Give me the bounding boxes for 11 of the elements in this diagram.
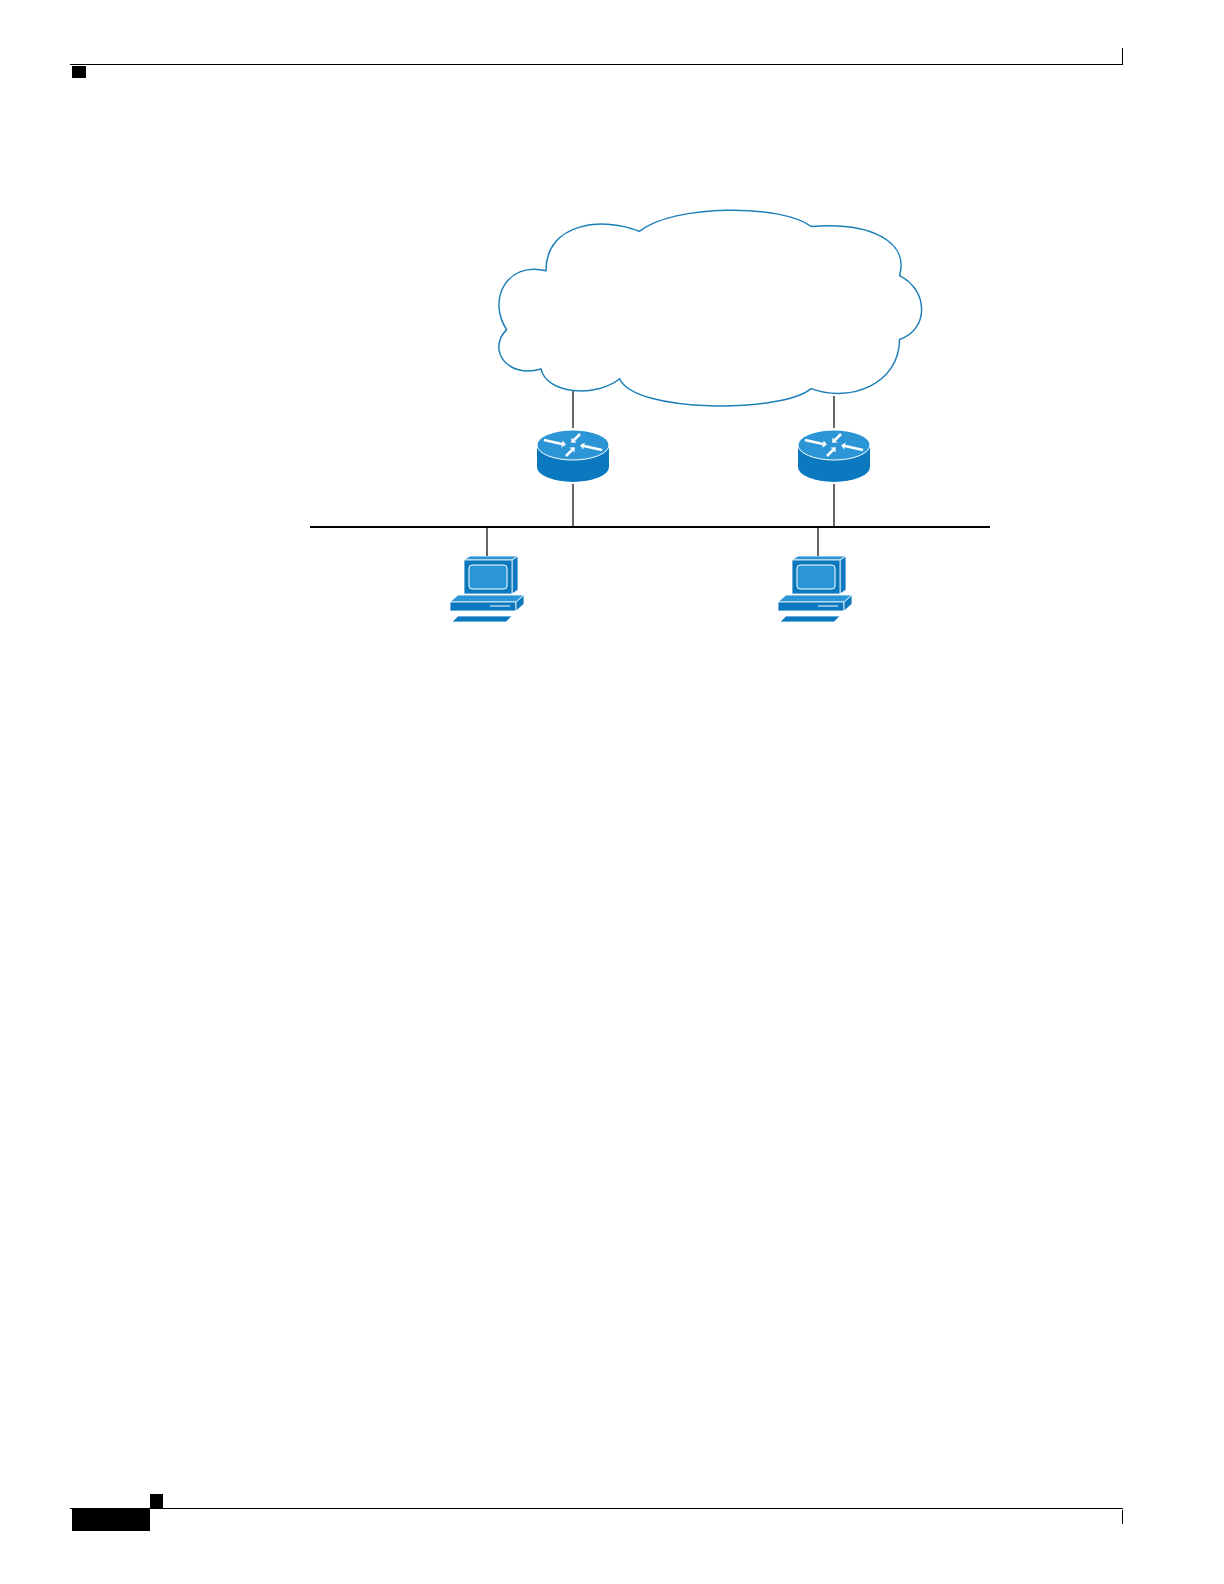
connector-line — [572, 483, 574, 527]
router-icon — [536, 428, 610, 484]
computer-icon — [450, 556, 524, 624]
computer-icon — [778, 556, 852, 624]
bus-line — [310, 526, 990, 528]
router-icon — [797, 428, 871, 484]
connector-line — [486, 527, 488, 557]
connector-line — [817, 527, 819, 557]
connector-line — [833, 483, 835, 527]
connector-line — [572, 389, 574, 429]
connector-line — [833, 395, 835, 429]
